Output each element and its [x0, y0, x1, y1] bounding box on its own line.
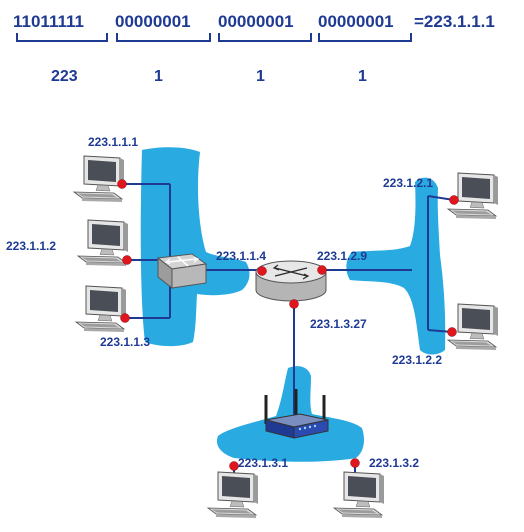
octet-1-decimal: 223	[51, 68, 78, 85]
binary-octet-row: 11011111 00000001 00000001 00000001 =223…	[13, 12, 495, 31]
subnet-223-1-2-blob	[346, 177, 446, 355]
interface-dot-h7	[350, 458, 360, 468]
interface-dot-h3	[120, 313, 130, 323]
octet-4-decimal: 1	[358, 68, 367, 85]
interface-dot-h5	[447, 327, 457, 337]
octet-2-bracket	[116, 33, 211, 42]
host-7-ip-label: 223.1.3.2	[369, 456, 419, 470]
decimal-octet-row: 223 1 1 1	[51, 68, 367, 85]
interface-dot-h1	[117, 179, 127, 189]
wireless-access-point-icon[interactable]	[264, 389, 329, 439]
host-3-ip-label: 223.1.1.3	[100, 335, 150, 349]
octet-2-binary: 00000001	[115, 12, 191, 31]
host-6-icon[interactable]	[207, 471, 259, 519]
octet-1-bracket	[16, 33, 108, 42]
router-left-ip-label: 223.1.1.4	[216, 249, 266, 263]
octet-3-bracket	[218, 33, 312, 42]
router-bottom-ip-label: 223.1.3.27	[310, 317, 367, 331]
ethernet-switch-icon[interactable]	[156, 253, 208, 290]
host-1-icon[interactable]	[73, 155, 125, 203]
octet-4-bracket	[318, 33, 412, 42]
host-6-ip-label: 223.1.3.1	[238, 456, 288, 470]
octet-3-binary: 00000001	[218, 12, 294, 31]
interface-dot-h6	[229, 461, 239, 471]
host-4-ip-label: 223.1.2.1	[383, 176, 433, 190]
subnet-223-1-1-blob	[140, 147, 250, 347]
dotted-decimal-result: =223.1.1.1	[414, 12, 495, 31]
octet-brackets	[16, 33, 412, 42]
router-right-ip-label: 223.1.2.9	[317, 249, 367, 263]
router-icon[interactable]	[255, 260, 327, 302]
host-2-ip-label: 223.1.1.2	[6, 239, 56, 253]
interface-dots	[117, 179, 459, 471]
host-3-icon[interactable]	[75, 285, 127, 333]
subnet-223-1-3-blob	[216, 366, 364, 462]
host-5-icon[interactable]	[447, 303, 499, 351]
interface-dot-router-right	[317, 265, 327, 275]
octet-3-decimal: 1	[256, 68, 265, 85]
octet-4-binary: 00000001	[318, 12, 394, 31]
octet-2-decimal: 1	[154, 68, 163, 85]
interface-dot-h2	[122, 255, 132, 265]
host-5-ip-label: 223.1.2.2	[392, 353, 442, 367]
host-1-ip-label: 223.1.1.1	[88, 135, 138, 149]
octet-1-binary: 11011111	[13, 12, 84, 31]
interface-dot-router-bottom	[289, 299, 299, 309]
interface-dot-h4	[449, 195, 459, 205]
ip-labels: 223.1.1.1 223.1.1.2 223.1.1.3 223.1.1.4 …	[6, 135, 442, 470]
host-2-icon[interactable]	[77, 219, 129, 267]
interface-dot-router-left	[257, 266, 267, 276]
host-7-icon[interactable]	[333, 471, 385, 519]
